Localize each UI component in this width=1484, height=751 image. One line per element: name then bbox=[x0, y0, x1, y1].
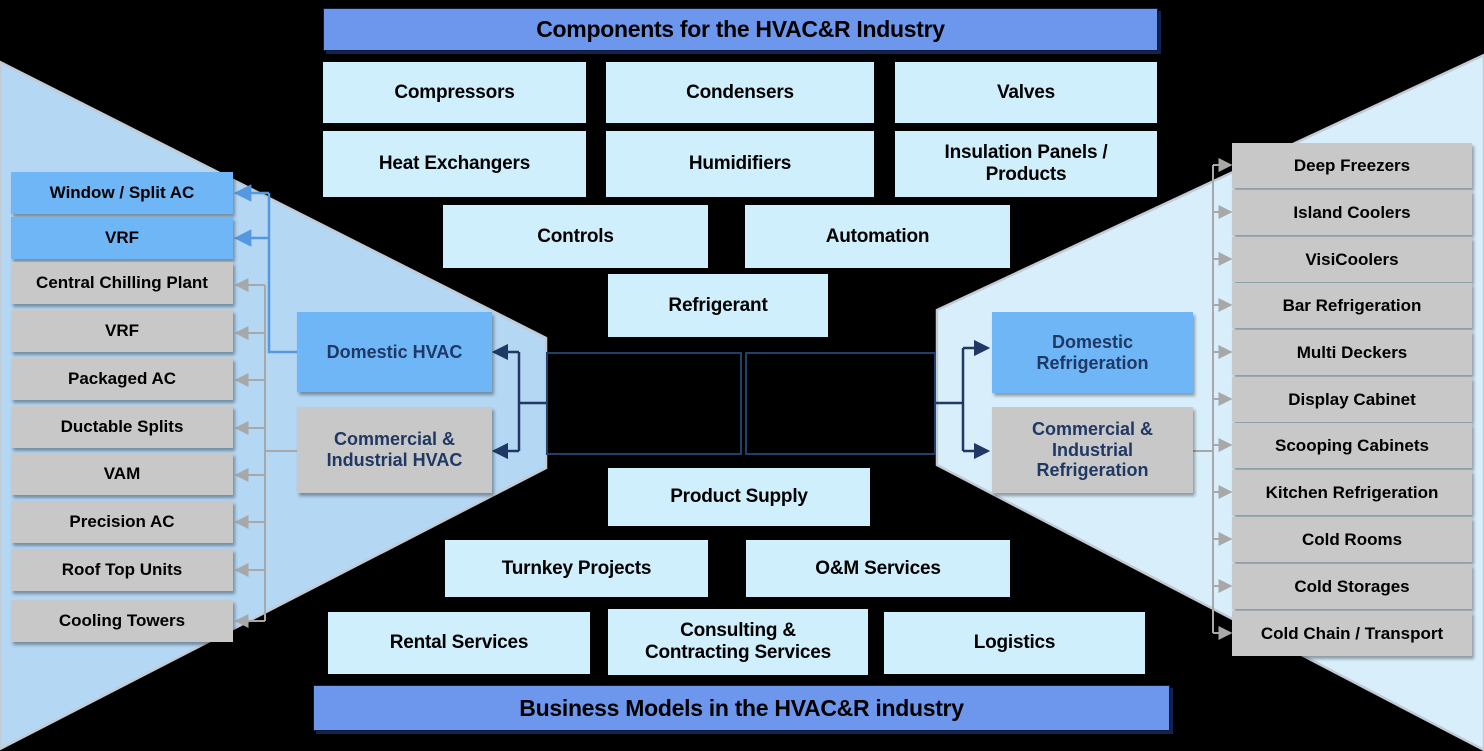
right-item: VisiCoolers bbox=[1232, 237, 1472, 282]
left-item: VRF bbox=[11, 217, 233, 259]
right-item: Display Cabinet bbox=[1232, 377, 1472, 422]
category-domestic-hvac: Domestic HVAC bbox=[297, 312, 492, 392]
bottom-header: Business Models in the HVAC&R industry bbox=[313, 685, 1170, 731]
component-box: Heat Exchangers bbox=[323, 131, 586, 197]
right-gray-connector bbox=[1193, 158, 1233, 640]
category-commercial-industrial-hvac: Commercial & Industrial HVAC bbox=[297, 407, 492, 493]
left-item: Cooling Towers bbox=[11, 600, 233, 642]
component-box: Valves bbox=[895, 62, 1157, 123]
right-navy-connector bbox=[936, 339, 991, 460]
business-model-box: Turnkey Projects bbox=[445, 540, 708, 597]
business-model-box: Rental Services bbox=[328, 612, 590, 674]
business-model-box: Product Supply bbox=[608, 468, 870, 526]
left-gray-connector bbox=[234, 278, 297, 628]
component-box: Automation bbox=[745, 205, 1010, 268]
component-box: Controls bbox=[443, 205, 708, 268]
right-item: Island Coolers bbox=[1232, 190, 1472, 235]
left-item: Central Chilling Plant bbox=[11, 262, 233, 304]
left-navy-connector bbox=[491, 343, 546, 460]
right-item: Scooping Cabinets bbox=[1232, 423, 1472, 468]
category-domestic-refrigeration: Domestic Refrigeration bbox=[992, 312, 1193, 393]
right-item: Deep Freezers bbox=[1232, 143, 1472, 188]
right-item: Bar Refrigeration bbox=[1232, 283, 1472, 328]
left-blue-connector bbox=[233, 184, 297, 354]
right-item: Cold Rooms bbox=[1232, 517, 1472, 562]
business-model-box: Consulting & Contracting Services bbox=[608, 609, 868, 675]
component-box: Compressors bbox=[323, 62, 586, 123]
business-model-box: O&M Services bbox=[746, 540, 1010, 597]
category-commercial-industrial-refrigeration: Commercial & Industrial Refrigeration bbox=[992, 407, 1193, 493]
top-header: Components for the HVAC&R Industry bbox=[323, 8, 1158, 51]
center-box-right bbox=[745, 352, 936, 455]
right-item: Cold Storages bbox=[1232, 564, 1472, 609]
left-item: Precision AC bbox=[11, 501, 233, 543]
right-item: Multi Deckers bbox=[1232, 330, 1472, 375]
left-item: VRF bbox=[11, 310, 233, 352]
component-box: Condensers bbox=[606, 62, 874, 123]
left-item: Window / Split AC bbox=[11, 172, 233, 214]
left-item: Packaged AC bbox=[11, 358, 233, 400]
right-item: Kitchen Refrigeration bbox=[1232, 470, 1472, 515]
left-item: Roof Top Units bbox=[11, 549, 233, 591]
left-item: Ductable Splits bbox=[11, 406, 233, 448]
center-box-left bbox=[546, 352, 742, 455]
business-model-box: Logistics bbox=[884, 612, 1145, 674]
left-item: VAM bbox=[11, 453, 233, 495]
right-item: Cold Chain / Transport bbox=[1232, 611, 1472, 656]
component-box: Insulation Panels / Products bbox=[895, 131, 1157, 197]
component-box: Humidifiers bbox=[606, 131, 874, 197]
component-box: Refrigerant bbox=[608, 274, 828, 337]
